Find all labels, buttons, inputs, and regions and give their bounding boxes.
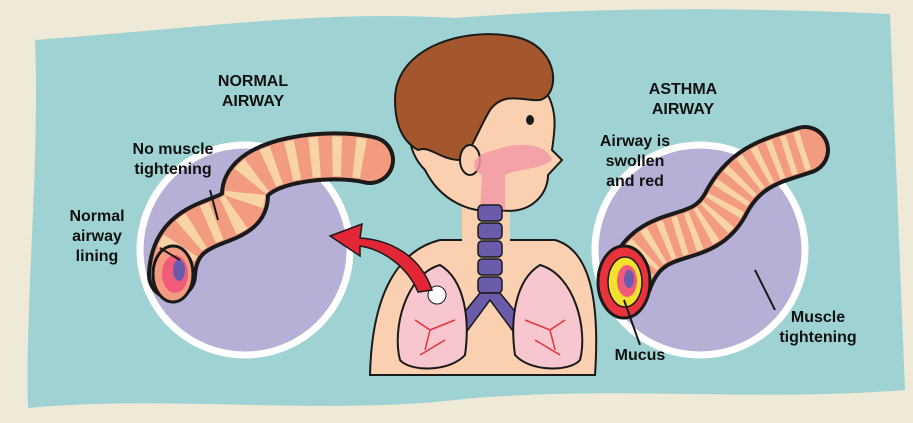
no-muscle-tightening-label: No muscle tightening	[118, 140, 228, 180]
muscle-tightening-label: Muscle tightening	[763, 308, 873, 348]
mucus-label: Mucus	[595, 346, 685, 366]
normal-airway-title: NORMAL AIRWAY	[198, 72, 308, 112]
airway-swollen-label: Airway is swollen and red	[580, 132, 690, 192]
asthma-airway-title: ASTHMA AIRWAY	[628, 80, 738, 120]
normal-airway-lining-label: Normal airway lining	[52, 207, 142, 267]
